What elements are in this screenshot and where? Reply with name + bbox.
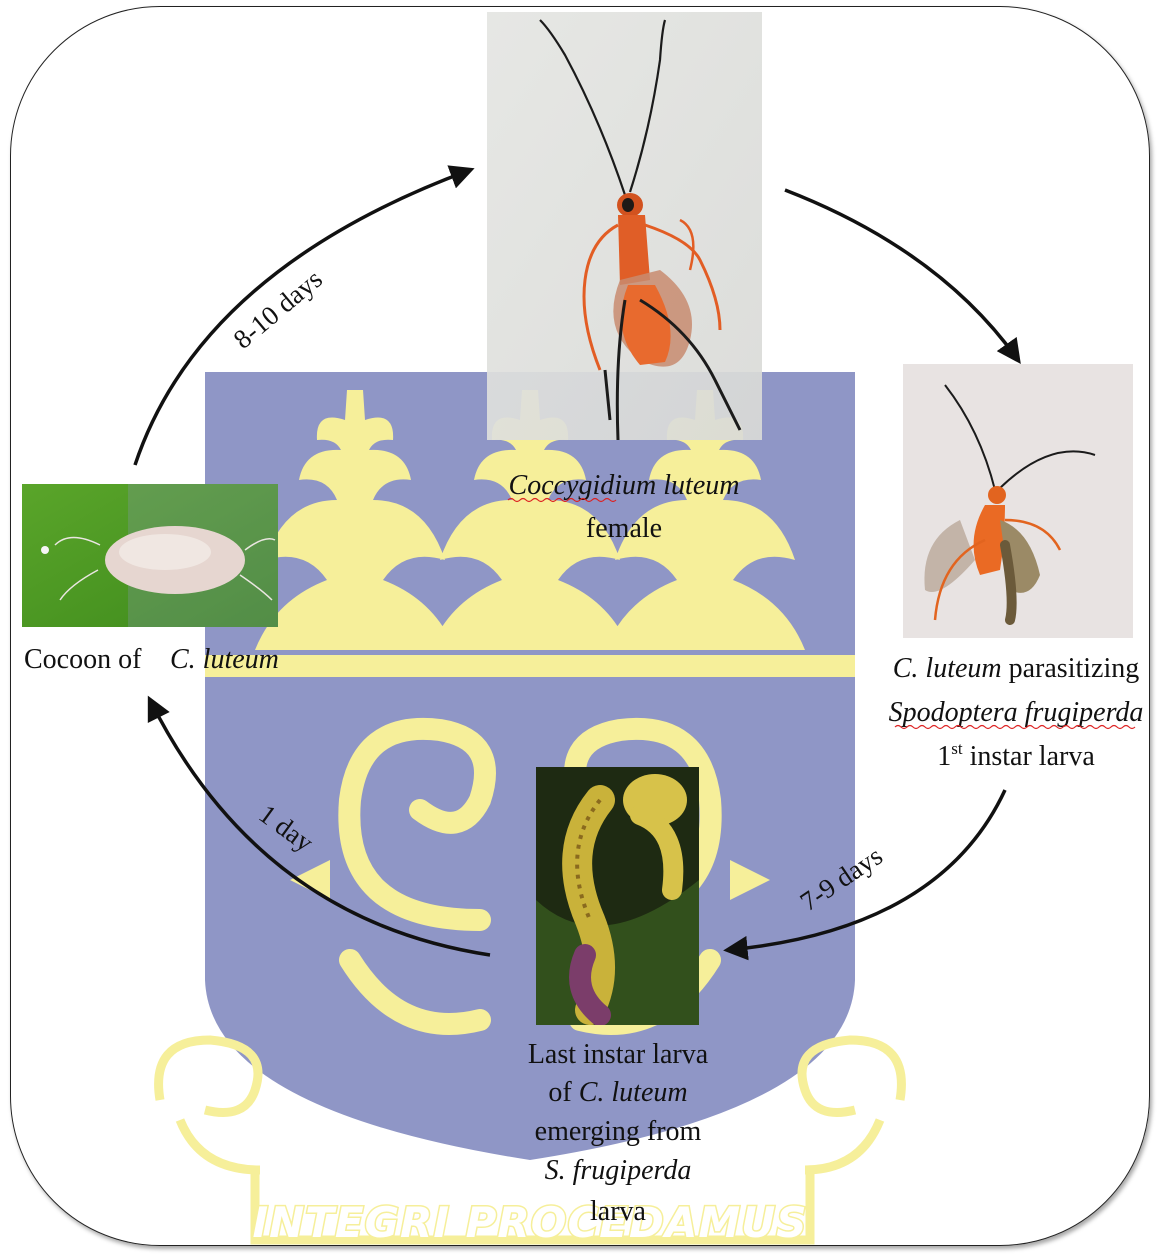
label-8-10-days: 8-10 days [228, 264, 328, 355]
cocoon-species: C. luteum [170, 644, 279, 675]
caption-cocoon: Cocoon of C. luteum [24, 644, 279, 675]
larva-line2-pre: of [548, 1077, 578, 1108]
larva-line3: emerging from [535, 1116, 702, 1147]
parasitizing-species: C. luteum [893, 653, 1002, 684]
adult-species: Coccygidium luteum [509, 470, 740, 501]
instar-rest: instar larva [963, 741, 1096, 772]
caption-parasitizing: C. luteum parasitizing Spodoptera frugip… [889, 653, 1144, 772]
adult-desc: female [586, 513, 662, 544]
arrow-adult-to-parasitizing [785, 190, 1018, 360]
larva-line2: of C. luteum [548, 1077, 687, 1108]
parasitizing-line1: C. luteum parasitizing [893, 653, 1140, 684]
parasitizing-action: parasitizing [1002, 653, 1140, 684]
larva-line2-species: C. luteum [579, 1077, 688, 1108]
cocoon-photo [22, 484, 278, 627]
parasitizing-photo [903, 364, 1133, 638]
larva-line4: S. frugiperda [545, 1155, 692, 1186]
larva-line1: Last instar larva [528, 1039, 709, 1070]
crest-motto: INTEGRI PROCEDAMUS [252, 1198, 807, 1247]
adult-wasp-photo [487, 12, 762, 440]
parasitizing-host: Spodoptera frugiperda [889, 697, 1144, 728]
instar-superscript: st [951, 739, 963, 758]
larva-line5: larva [590, 1196, 647, 1227]
parasitizing-instar: 1st instar larva [937, 739, 1095, 772]
instar-number: 1 [937, 741, 951, 772]
cocoon-prefix: Cocoon of [24, 644, 142, 675]
larva-photo [536, 767, 699, 1025]
